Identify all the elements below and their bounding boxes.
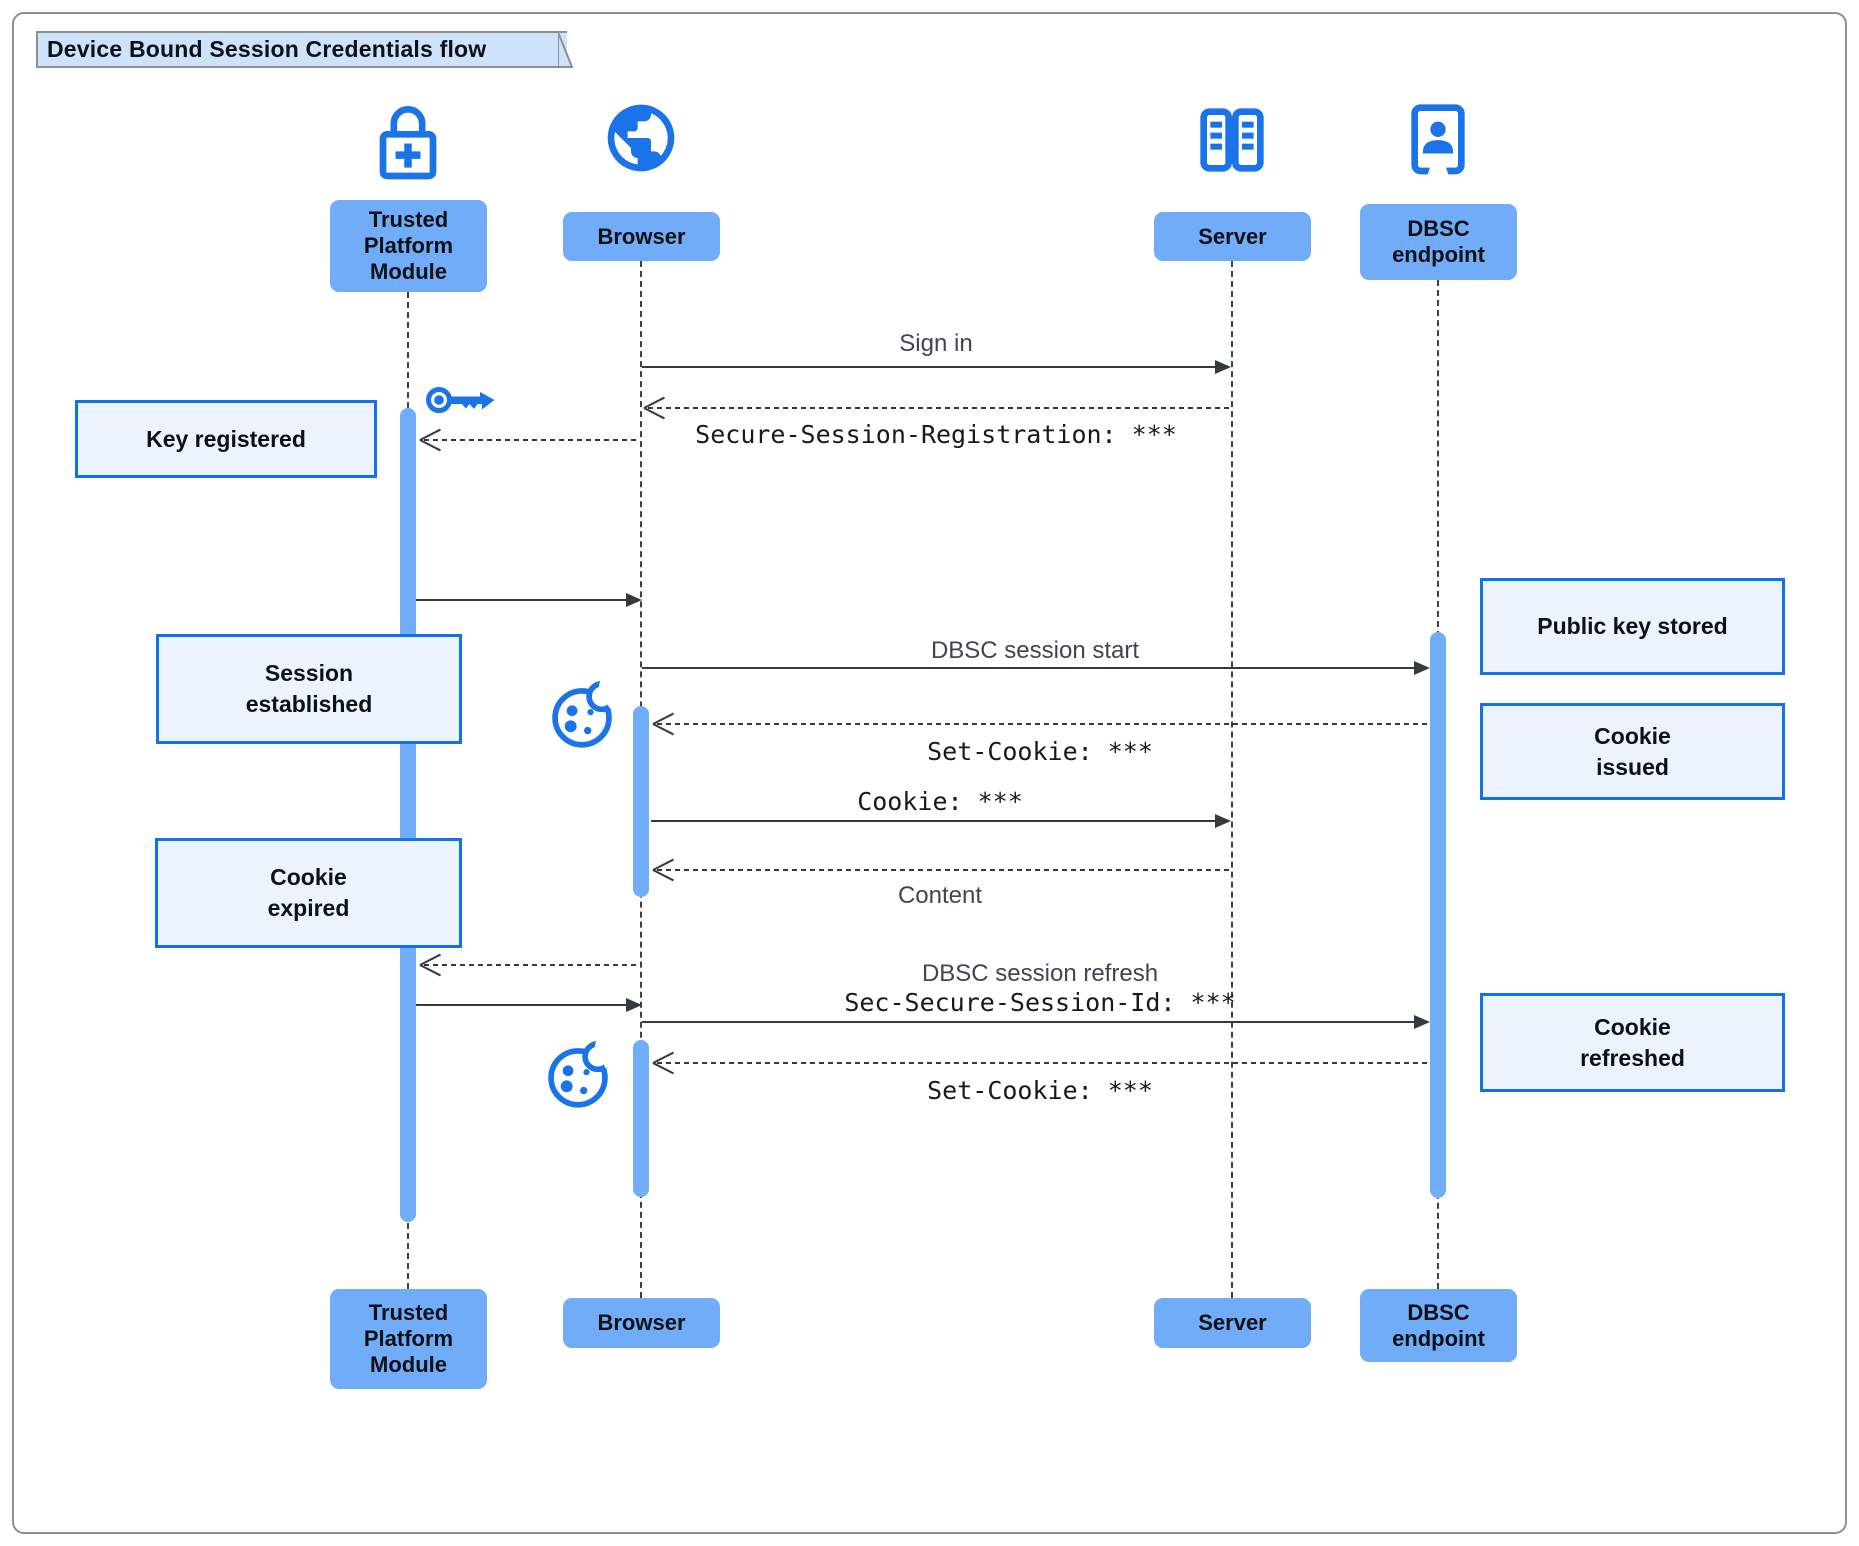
activation-bar-browser-1: [633, 706, 649, 897]
arrowhead-sign-in: [1215, 360, 1231, 374]
message-label-content: Content: [897, 882, 983, 909]
message-label-sec-secure-session-id: Sec-Secure-Session-Id: ***: [844, 988, 1236, 1017]
title-fold-icon: [558, 31, 574, 68]
message-line-cookie: [651, 820, 1217, 822]
lock-plus-icon: [379, 106, 437, 180]
globe-icon: [607, 104, 675, 172]
message-label-set-cookie-2: Set-Cookie: ***: [927, 1076, 1153, 1105]
message-line-sign-in: [642, 366, 1216, 368]
activation-bar-tpm: [400, 408, 416, 1222]
actor-top-label-server: Server: [1154, 212, 1311, 261]
message-line-register-key: [424, 439, 640, 441]
person-booth-icon: [1411, 104, 1465, 176]
actor-bottom-label-server: Server: [1154, 1298, 1311, 1348]
arrowhead-set-cookie-2: [653, 1049, 675, 1077]
arrowhead-content: [653, 856, 675, 884]
message-label-secure-session-registration: Secure-Session-Registration: ***: [695, 420, 1177, 449]
note-public-key-stored: Public key stored: [1480, 578, 1785, 675]
message-line-secure-session-registration: [648, 407, 1231, 409]
arrowhead-proof-ready: [626, 998, 642, 1012]
diagram-title: Device Bound Session Credentials flow: [47, 36, 487, 62]
actor-top-label-browser: Browser: [563, 212, 720, 261]
actor-bottom-label-dbsc: DBSC endpoint: [1360, 1289, 1517, 1362]
server-icon: [1200, 108, 1264, 172]
message-label-dbsc-session-refresh: DBSC session refresh: [921, 960, 1159, 987]
actor-bottom-label-tpm: Trusted Platform Module: [330, 1289, 487, 1389]
note-cookie-expired: Cookie expired: [155, 838, 462, 948]
note-key-registered: Key registered: [75, 400, 377, 478]
note-cookie-issued: Cookie issued: [1480, 703, 1785, 800]
arrowhead-cookie: [1215, 814, 1231, 828]
arrowhead-set-cookie-1: [653, 710, 675, 738]
message-line-dbsc-session-refresh: [642, 1021, 1416, 1023]
arrowhead-request-new-proof: [420, 951, 442, 979]
message-line-content: [657, 869, 1231, 871]
message-label-cookie: Cookie: ***: [857, 787, 1023, 816]
actor-top-label-tpm: Trusted Platform Module: [330, 200, 487, 292]
diagram-title-tab: Device Bound Session Credentials flow: [36, 31, 567, 68]
cookie-icon: [552, 678, 616, 748]
actor-top-label-dbsc: DBSC endpoint: [1360, 204, 1517, 280]
arrowhead-secure-session-registration: [644, 394, 666, 422]
message-label-set-cookie-1: Set-Cookie: ***: [927, 737, 1153, 766]
message-line-key-ready: [416, 599, 628, 601]
cookie-icon: [548, 1038, 612, 1108]
arrowhead-key-ready: [626, 593, 642, 607]
key-icon: [426, 387, 495, 413]
message-line-dbsc-session-start: [642, 667, 1416, 669]
note-cookie-refreshed: Cookie refreshed: [1480, 993, 1785, 1092]
message-line-set-cookie-1: [657, 723, 1430, 725]
arrowhead-dbsc-session-refresh: [1414, 1015, 1430, 1029]
activation-bar-browser-2: [633, 1040, 649, 1197]
message-line-set-cookie-2: [657, 1062, 1430, 1064]
arrowhead-dbsc-session-start: [1414, 661, 1430, 675]
lifeline-server: [1231, 261, 1233, 1298]
message-label-sign-in: Sign in: [899, 330, 973, 357]
message-line-request-new-proof: [424, 964, 640, 966]
activation-bar-dbsc: [1430, 632, 1446, 1198]
message-line-proof-ready: [416, 1004, 628, 1006]
message-label-dbsc-session-start: DBSC session start: [930, 637, 1140, 664]
arrowhead-register-key: [420, 426, 442, 454]
actor-bottom-label-browser: Browser: [563, 1298, 720, 1348]
note-session-established: Session established: [156, 634, 462, 744]
